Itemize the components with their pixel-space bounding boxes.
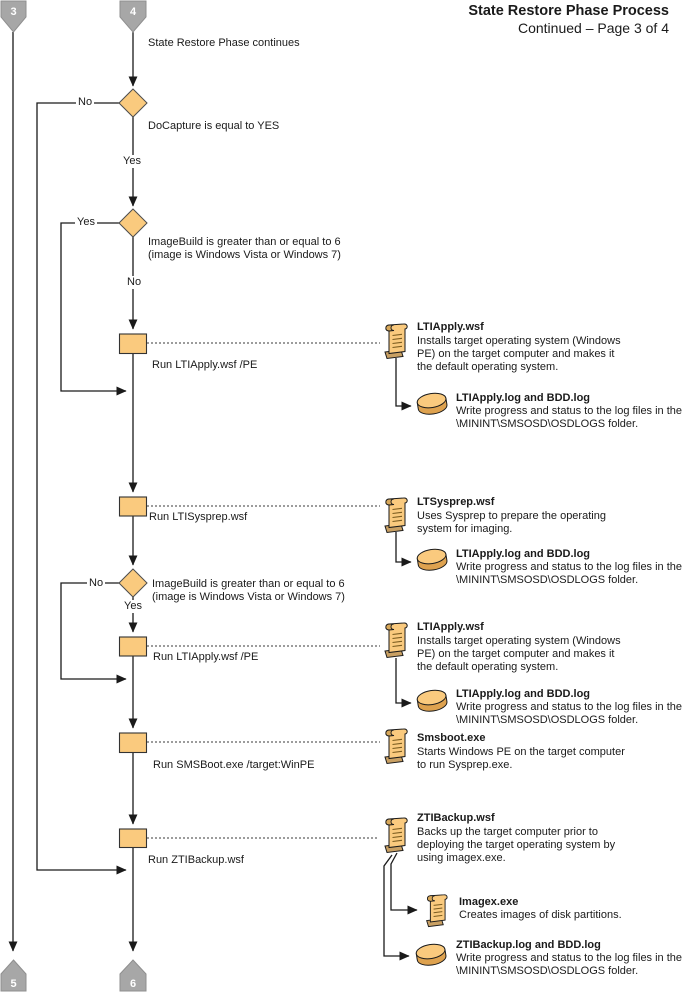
script-icon-smsboot — [384, 728, 408, 765]
edge-imagebuild1-yes-branch — [60, 222, 127, 396]
flow-lines — [8, 32, 138, 952]
annotation-ltiapply2-desc-3: the default operating system. — [417, 661, 559, 673]
annotation-ltiapply1-log-title: LTIApply.log and BDD.log — [456, 392, 591, 404]
annotation-ltisysprep-log-desc-2: \MININT\SMSOSD\OSDLOGS folder. — [456, 574, 639, 586]
annotation-ltiapply1-title: LTIApply.wsf — [417, 321, 484, 333]
annotation-ltiapply2-log-title: LTIApply.log and BDD.log — [456, 688, 591, 700]
imagebuild1-no-label: No — [125, 276, 144, 289]
annotation-ltiapply1-log-desc-1: Write progress and status to the log fil… — [456, 405, 682, 417]
process-ltiapply2-label: Run LTIApply.wsf /PE — [153, 651, 259, 663]
elbow-ztibackup-log — [383, 854, 410, 961]
page-subtitle: Continued – Page 3 of 4 — [517, 20, 669, 36]
annotation-ztibackup-log-desc-2: \MININT\SMSOSD\OSDLOGS folder. — [456, 965, 639, 977]
script-icon-ltiapply1 — [384, 323, 408, 360]
imagebuild2-question-line1: ImageBuild is greater than or equal to 6 — [152, 578, 345, 590]
annotation-links — [147, 342, 380, 839]
decision-docapture-shape — [118, 88, 148, 118]
elbow-ltiapply1-log — [395, 358, 412, 411]
annotation-ztibackup-title: ZTIBackup.wsf — [417, 812, 495, 824]
annotation-ltiapply2-log-desc-2: \MININT\SMSOSD\OSDLOGS folder. — [456, 714, 639, 726]
annotation-ztibackup-log-desc-1: Write progress and status to the log fil… — [456, 952, 682, 964]
annotation-ltiapply1-desc-1: Installs target operating system (Window… — [417, 335, 621, 347]
annotation-ltisysprep-title: LTSysprep.wsf — [417, 496, 495, 508]
process-ltisysprep-shape — [118, 496, 148, 517]
annotation-ltiapply1-desc-2: PE) on the target computer and makes it — [417, 348, 615, 360]
annotation-ltiapply1-log-desc-2: \MININT\SMSOSD\OSDLOGS folder. — [456, 418, 639, 430]
imagebuild1-question-line2: (image is Windows Vista or Windows 7) — [148, 249, 341, 261]
annotation-smsboot-desc-1: Starts Windows PE on the target computer — [417, 746, 625, 758]
annotation-ltisysprep-desc-2: system for imaging. — [417, 523, 513, 535]
process-ltiapply1-label: Run LTIApply.wsf /PE — [152, 359, 258, 371]
page-title-block: State Restore Phase Process Continued – … — [349, 3, 669, 37]
process-ltiapply2-shape — [118, 636, 148, 657]
process-ltiapply1-shape — [118, 333, 148, 355]
process-smsboot-label: Run SMSBoot.exe /target:WinPE — [153, 759, 315, 771]
docapture-yes-label: Yes — [121, 155, 143, 168]
offpage-connectors: 3 4 5 6 — [0, 0, 147, 992]
imagebuild1-question-line1: ImageBuild is greater than or equal to 6 — [148, 236, 341, 248]
imagebuild2-question-line2: (image is Windows Vista or Windows 7) — [152, 591, 345, 603]
connector-4-label: 4 — [130, 6, 137, 18]
annotation-ltiapply2-desc-2: PE) on the target computer and makes it — [417, 648, 615, 660]
disk-icon-ltiapply1-log — [415, 390, 449, 417]
annotation-ltiapply1-desc-3: the default operating system. — [417, 361, 559, 373]
edge-imagebuild2-no-branch — [60, 582, 127, 684]
disk-icon-ztibackup-log — [414, 941, 448, 968]
annotation-ltiapply2-desc-1: Installs target operating system (Window… — [417, 635, 621, 647]
decision-imagebuild1-shape — [118, 208, 148, 238]
connector-6-label: 6 — [130, 978, 136, 990]
connector-3-label: 3 — [10, 6, 16, 18]
imagebuild2-no-label: No — [87, 577, 106, 590]
annotation-ztibackup-desc-1: Backs up the target computer prior to — [417, 826, 598, 838]
process-ztibackup-shape — [118, 828, 148, 849]
imagebuild2-yes-label: Yes — [122, 600, 144, 613]
elbow-ltisysprep-log — [395, 532, 412, 567]
decision-imagebuild2-shape — [118, 568, 148, 598]
script-icon-ltisysprep — [384, 497, 408, 534]
annotation-ltiapply2-log-desc-1: Write progress and status to the log fil… — [456, 701, 682, 713]
annotation-imagex-desc-1: Creates images of disk partitions. — [459, 909, 622, 921]
docapture-no-label: No — [76, 96, 95, 109]
process-smsboot-shape — [118, 732, 148, 754]
connector-5-label: 5 — [10, 978, 16, 990]
annotation-ztibackup-desc-3: using imagex.exe. — [417, 852, 506, 864]
annotation-ltisysprep-log-title: LTIApply.log and BDD.log — [456, 548, 591, 560]
annotation-ltisysprep-desc-1: Uses Sysprep to prepare the operating — [417, 510, 606, 522]
disk-icon-ltisysprep-log — [415, 546, 449, 573]
connector-5: 5 — [0, 959, 27, 992]
disk-icon-ltiapply2-log — [415, 687, 449, 714]
process-ztibackup-label: Run ZTIBackup.wsf — [148, 854, 244, 866]
annotation-ltisysprep-log-desc-1: Write progress and status to the log fil… — [456, 561, 682, 573]
docapture-question: DoCapture is equal to YES — [148, 120, 280, 132]
page-title: State Restore Phase Process — [468, 3, 669, 19]
annotation-ztibackup-desc-2: deploying the target operating system by — [417, 839, 616, 851]
script-icon-ltiapply2 — [384, 622, 408, 659]
annotation-ltiapply2-title: LTIApply.wsf — [417, 621, 484, 633]
decision-shapes — [118, 88, 148, 598]
annotation-smsboot-desc-2: to run Sysprep.exe. — [417, 759, 513, 771]
connector-6: 6 — [119, 959, 147, 992]
script-icon-imagex — [426, 894, 448, 928]
script-icon-ztibackup — [384, 817, 408, 854]
annotation-ztibackup-log-title: ZTIBackup.log and BDD.log — [456, 939, 601, 951]
annotation-smsboot-title: Smsboot.exe — [417, 732, 486, 744]
annotation-imagex-title: Imagex.exe — [459, 896, 519, 908]
process-ltisysprep-label: Run LTISysprep.wsf — [149, 511, 248, 523]
connector-4: 4 — [119, 0, 147, 33]
imagebuild1-yes-label: Yes — [75, 216, 97, 229]
start-note: State Restore Phase continues — [148, 37, 300, 49]
annotation-elbows — [383, 358, 418, 961]
elbow-ztibackup-imagex — [390, 852, 418, 915]
elbow-ltiapply2-log — [395, 658, 412, 708]
process-shapes — [118, 333, 148, 849]
connector-3: 3 — [0, 0, 27, 33]
